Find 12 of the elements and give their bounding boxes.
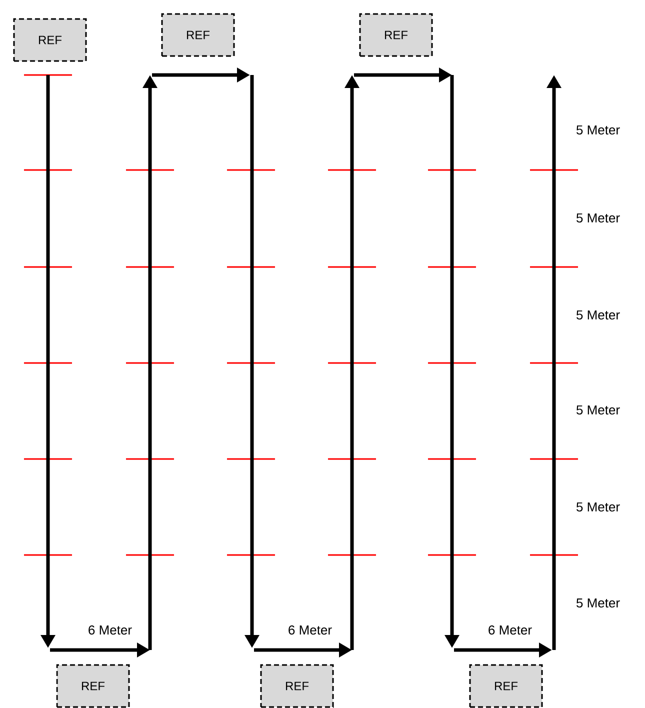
measurement-label: 5 Meter [576,405,620,415]
ref-box: REF [260,664,334,708]
measurement-label: 5 Meter [576,502,620,512]
measurement-label: 5 Meter [576,598,620,608]
ref-box: REF [469,664,543,708]
ref-box: REF [161,13,235,57]
measurement-label: 5 Meter [576,125,620,135]
measurement-label: 5 Meter [576,310,620,320]
measurement-label: 5 Meter [576,213,620,223]
ref-box: REF [13,18,87,62]
ref-box: REF [359,13,433,57]
ref-box: REF [56,664,130,708]
